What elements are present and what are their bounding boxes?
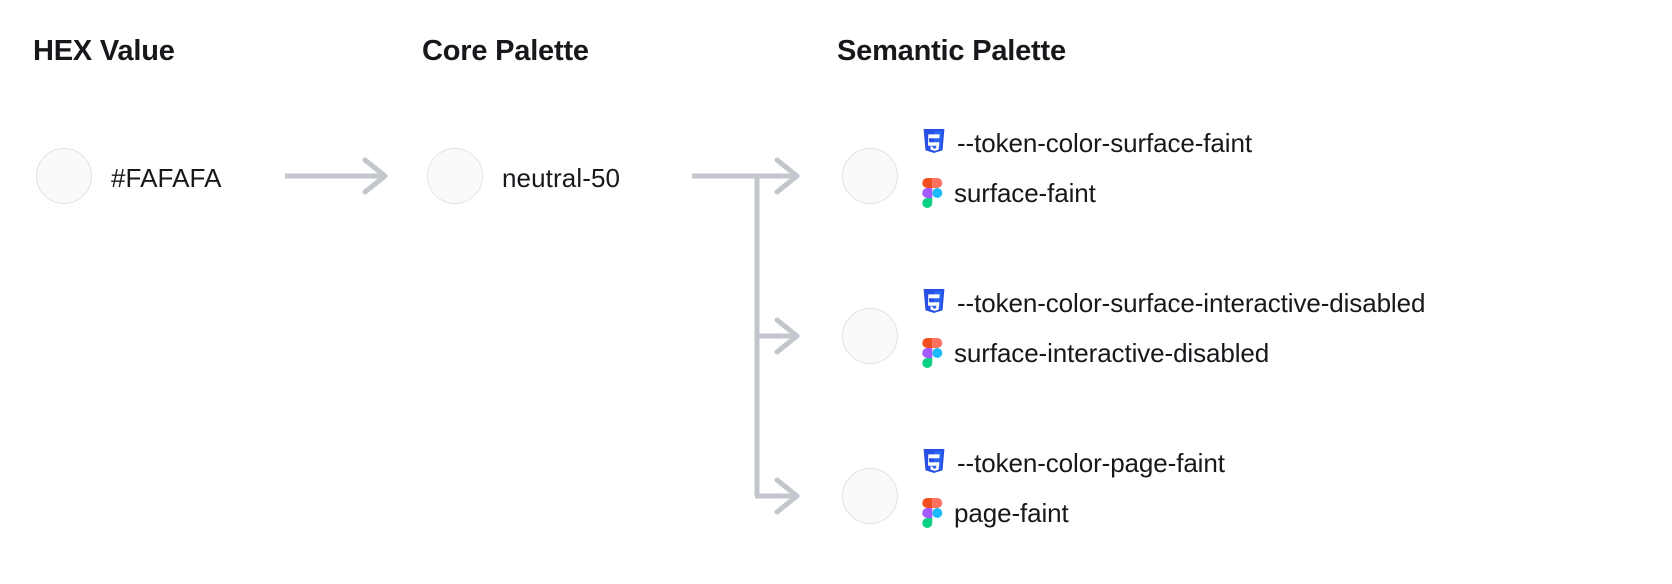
- figma-icon: [922, 498, 943, 528]
- css-token-text-1: --token-color-surface-interactive-disabl…: [957, 287, 1426, 318]
- css-token-line-2: --token-color-page-faint: [922, 446, 1225, 480]
- column-heading-core-palette: Core Palette: [422, 35, 589, 67]
- figma-token-line-2: page-faint: [922, 496, 1225, 530]
- arrow-head-branch-1: [774, 317, 800, 355]
- css-token-line-1: --token-color-surface-interactive-disabl…: [922, 286, 1425, 320]
- arrow-head-hex-to-core: [362, 157, 388, 195]
- swatch-semantic-2[interactable]: [842, 468, 898, 524]
- figma-icon: [922, 178, 943, 208]
- css3-icon: [922, 129, 946, 157]
- css3-icon: [922, 289, 946, 317]
- semantic-token-group-2: --token-color-page-faint page-faint: [922, 446, 1225, 530]
- swatch-hex-value[interactable]: [36, 148, 92, 204]
- css-token-text-2: --token-color-page-faint: [957, 447, 1225, 478]
- label-core-palette: neutral-50: [502, 163, 621, 193]
- arrow-head-branch-2: [774, 477, 800, 515]
- swatch-semantic-0[interactable]: [842, 148, 898, 204]
- swatch-semantic-1[interactable]: [842, 308, 898, 364]
- figma-token-text-1: surface-interactive-disabled: [954, 337, 1270, 368]
- column-heading-semantic-palette: Semantic Palette: [837, 35, 1066, 67]
- swatch-core-palette[interactable]: [427, 148, 483, 204]
- figma-token-text-2: page-faint: [954, 497, 1069, 528]
- figma-token-text-0: surface-faint: [954, 177, 1096, 208]
- label-hex-value: #FAFAFA: [111, 163, 222, 193]
- figma-icon: [922, 338, 943, 368]
- column-heading-hex-value: HEX Value: [33, 35, 175, 67]
- css3-icon: [922, 449, 946, 477]
- semantic-token-group-1: --token-color-surface-interactive-disabl…: [922, 286, 1425, 370]
- css-token-text-0: --token-color-surface-faint: [957, 127, 1252, 158]
- arrow-head-branch-0: [774, 157, 800, 195]
- figma-token-line-1: surface-interactive-disabled: [922, 336, 1425, 370]
- css-token-line-0: --token-color-surface-faint: [922, 126, 1252, 160]
- semantic-token-group-0: --token-color-surface-faint surface-fain…: [922, 126, 1252, 210]
- figma-token-line-0: surface-faint: [922, 176, 1252, 210]
